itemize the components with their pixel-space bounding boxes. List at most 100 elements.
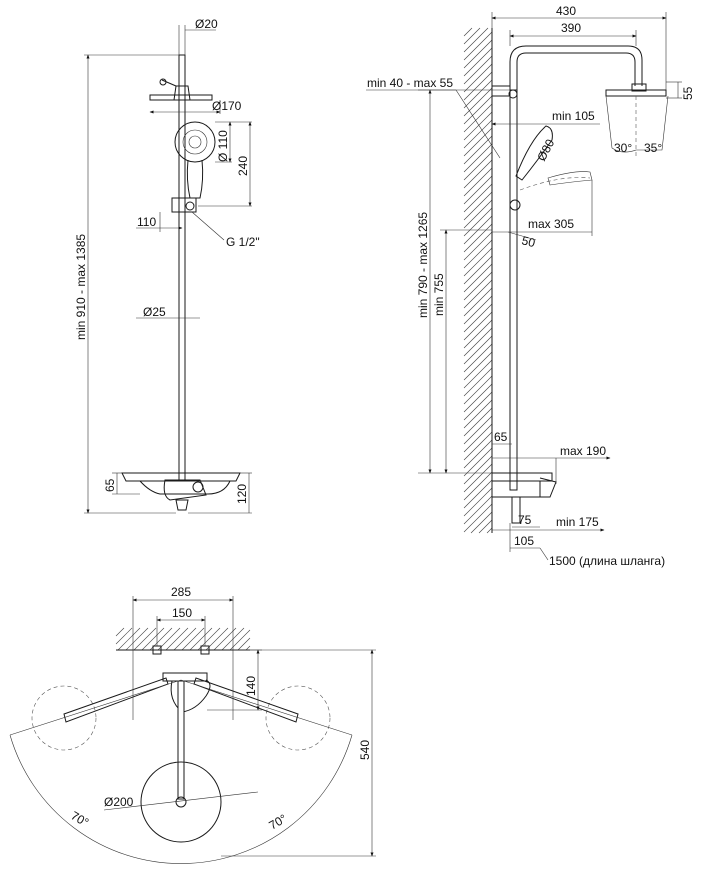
side-head-connector xyxy=(631,83,647,92)
label-head-thickness: 55 xyxy=(681,86,695,100)
label-head-diameter: Ø170 xyxy=(212,99,242,113)
dim-total-height: min 910 - max 1385 xyxy=(74,54,179,514)
bracket-knob xyxy=(508,89,518,99)
shelf xyxy=(121,472,241,482)
side-shelf xyxy=(491,472,553,482)
label-hand-reach: max 305 xyxy=(528,217,574,231)
dim-hand-height: 240 xyxy=(198,121,252,207)
head-connector xyxy=(173,85,191,101)
dim-top-depth-total: 540 xyxy=(221,649,376,857)
label-hand-offset: min 105 xyxy=(552,109,595,123)
dim-shelf-offset: 65 xyxy=(492,430,512,445)
dim-hand-offset: min 105 xyxy=(491,109,600,126)
side-outlet xyxy=(511,496,521,524)
label-wall-range: min 40 - max 55 xyxy=(367,76,453,90)
label-total-height: min 910 - max 1385 xyxy=(74,234,88,340)
side-holder xyxy=(509,199,521,211)
mixer-spout xyxy=(175,499,189,511)
dim-wall-range: min 40 - max 55 xyxy=(366,76,501,159)
top-mixer xyxy=(170,679,211,713)
swing-arc xyxy=(9,734,353,864)
dim-depth-105: 105 xyxy=(509,523,540,552)
mixer-valve xyxy=(192,481,204,493)
label-angle-left: 30° xyxy=(614,141,632,155)
wall-hatch xyxy=(463,27,493,534)
wall-bracket-top xyxy=(491,85,511,97)
hand-shower-reach xyxy=(519,177,591,191)
dim-rod-diameter: Ø25 xyxy=(136,305,200,319)
label-thread: G 1/2" xyxy=(226,235,260,249)
head-arm xyxy=(161,79,177,87)
dim-height-range: min 790 - max 1265 xyxy=(416,89,510,474)
mixer-body-outline xyxy=(139,480,231,495)
arm-position-left xyxy=(63,677,169,723)
dim-width-total: 430 xyxy=(491,4,667,90)
dim-head-thickness: 55 xyxy=(666,81,695,100)
label-height-range: min 790 - max 1265 xyxy=(416,212,430,318)
label-top-depth-holder: 140 xyxy=(244,676,258,696)
label-height-fixed: min 755 xyxy=(432,273,446,316)
dim-top-head-diameter: Ø200 xyxy=(103,791,259,811)
label-depth-105: 105 xyxy=(514,534,534,548)
arm-knob xyxy=(159,78,167,86)
dim-width-arm: 390 xyxy=(509,21,637,46)
label-top-depth-total: 540 xyxy=(358,740,372,760)
top-rain-head xyxy=(140,761,222,843)
label-top-width-outer: 285 xyxy=(171,585,191,599)
mixer-body xyxy=(163,479,207,501)
holder-knob xyxy=(185,201,195,211)
top-head-center xyxy=(175,796,187,808)
label-width-arm: 390 xyxy=(561,21,581,35)
label-angle-right: 35° xyxy=(644,141,662,155)
dim-hand-reach: max 305 xyxy=(492,180,593,236)
dim-depth-min: min 175 xyxy=(492,515,605,532)
dim-hand-tilt: 50 xyxy=(507,231,537,250)
side-arm-outer xyxy=(509,45,643,90)
hand-shower-core xyxy=(188,135,202,149)
label-hand-height: 240 xyxy=(236,156,250,176)
side-arm-inner xyxy=(516,52,636,90)
label-top-head-diameter: Ø200 xyxy=(104,795,134,809)
shower-rod xyxy=(178,54,186,481)
label-rod-diameter: Ø25 xyxy=(143,305,166,319)
spray-cone xyxy=(605,95,669,153)
dim-holder-offset: 110 xyxy=(136,212,183,232)
dim-mixer-height: 120 xyxy=(188,472,252,514)
label-hand-diameter: Ø 110 xyxy=(216,130,230,162)
dim-thread: G 1/2" xyxy=(191,211,260,249)
label-hand-tilt: 50 xyxy=(520,233,537,250)
dim-top-diameter: Ø20 xyxy=(178,17,218,55)
front-view: Ø20 Ø170 Ø 110 240 110 G 1/2" xyxy=(74,17,260,514)
dim-top-width-inner: 150 xyxy=(156,606,206,646)
dim-height-fixed: min 755 xyxy=(432,229,492,474)
label-top-diameter: Ø20 xyxy=(195,17,218,31)
side-spout xyxy=(539,477,557,498)
side-rod xyxy=(509,89,518,491)
hand-shower-face xyxy=(174,121,216,163)
hand-shower-inner xyxy=(182,129,208,155)
dim-hand-diameter: Ø 110 xyxy=(215,121,232,163)
label-mixer-height: 120 xyxy=(235,484,249,504)
label-shelf-height: 65 xyxy=(103,478,117,492)
top-view: 285 150 140 540 Ø200 70° 70° xyxy=(9,585,376,864)
side-view: 430 390 min 40 - max 55 55 30° 35° min 1… xyxy=(366,4,695,568)
label-width-total: 430 xyxy=(556,4,576,18)
label-depth-min: min 175 xyxy=(556,515,599,529)
hand-shower-handle xyxy=(186,159,204,199)
top-arm xyxy=(177,680,185,800)
side-hand-shower xyxy=(515,125,553,181)
label-spout-reach: max 190 xyxy=(560,444,606,458)
dim-spout-reach: max 190 xyxy=(492,444,611,484)
label-top-width-inner: 150 xyxy=(172,606,192,620)
hand-holder xyxy=(171,197,197,213)
top-wall-hatch xyxy=(115,627,251,651)
dim-hose: 1500 (длина шланга) xyxy=(539,547,665,568)
label-depth-75: 75 xyxy=(518,513,532,527)
label-holder-offset: 110 xyxy=(137,215,156,229)
dim-top-depth-holder: 140 xyxy=(207,649,262,711)
dim-depth-75: 75 xyxy=(512,513,540,528)
label-hose: 1500 (длина шланга) xyxy=(549,554,665,568)
label-shelf-offset: 65 xyxy=(494,430,508,444)
head-position-left xyxy=(31,685,97,751)
